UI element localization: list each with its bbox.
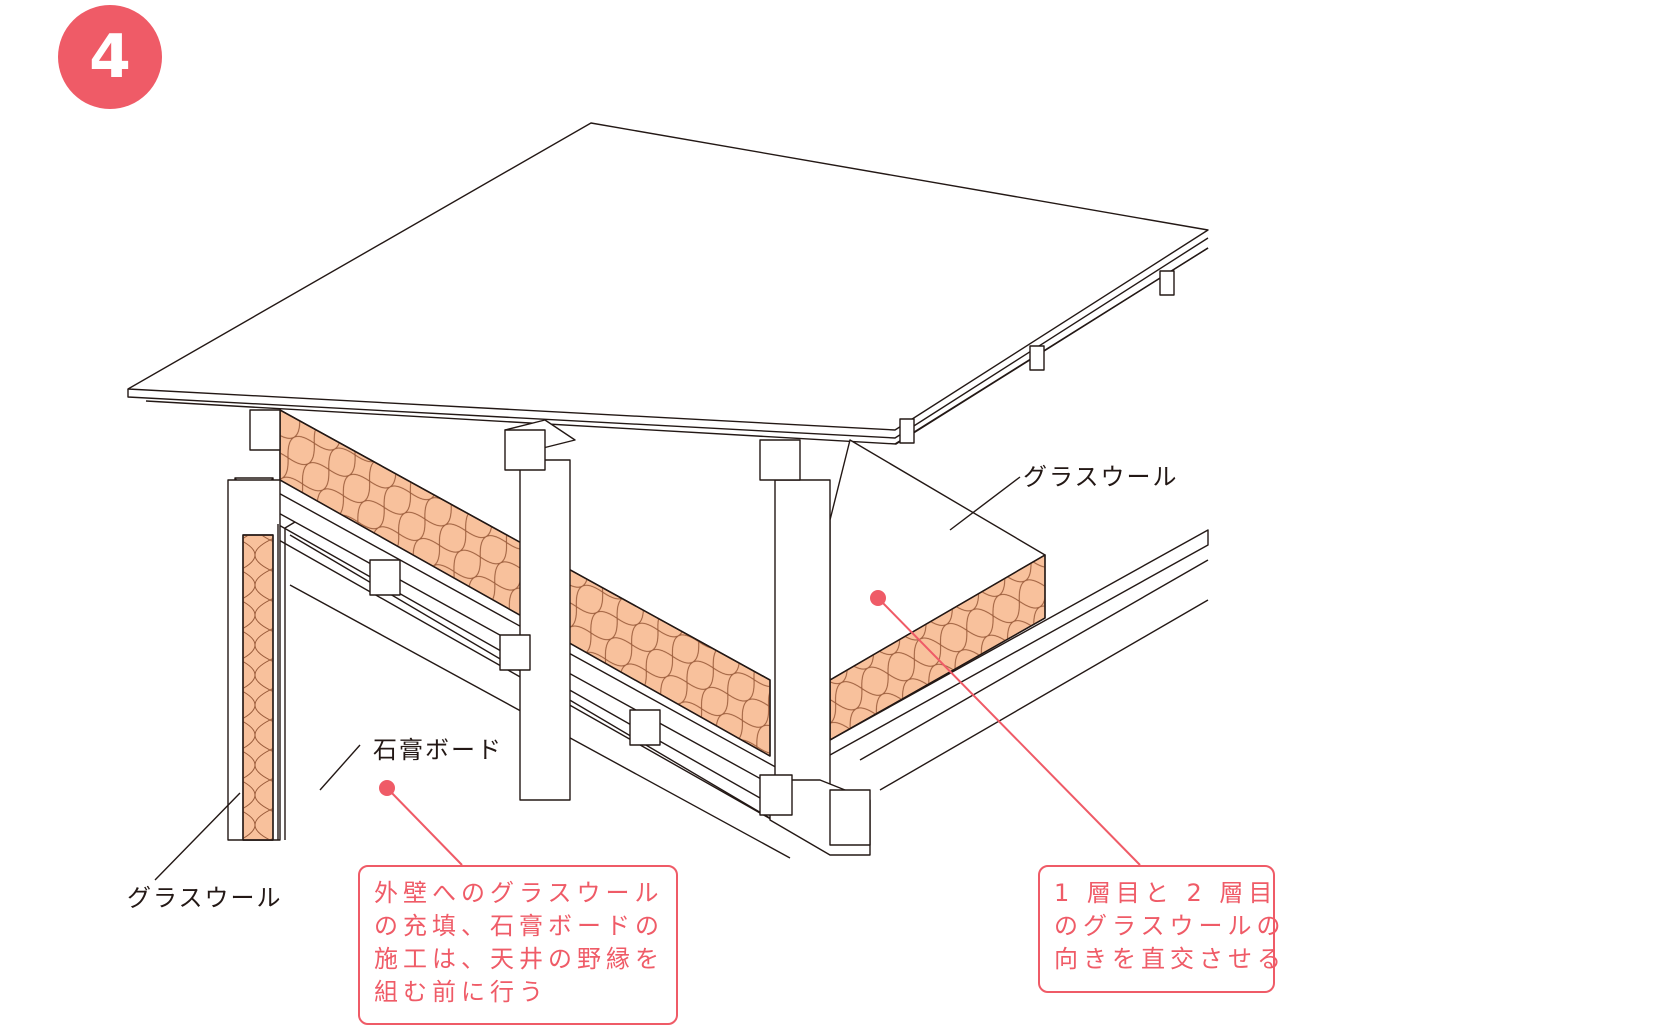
callout-leaders (379, 590, 1141, 866)
note-line: 外壁へのグラスウール (374, 879, 664, 907)
note-line: の充填、石膏ボードの (374, 912, 664, 940)
note-line: 施工は、天井の野縁を (374, 945, 664, 973)
wall-glasswool (227, 479, 296, 841)
note-line: 組む前に行う (374, 978, 548, 1006)
right-rails (829, 247, 1209, 791)
note-line: 1 層目と 2 層目 (1054, 879, 1278, 907)
note-line: 向きを直交させる (1054, 945, 1286, 973)
label-glasswool-ceiling: グラスウール (1023, 463, 1179, 491)
posts (504, 419, 831, 801)
label-glasswool-wall: グラスウール (127, 884, 283, 912)
step-number-badge: 4 (58, 5, 162, 109)
label-gypsum-board: 石膏ボード (373, 736, 503, 764)
note-layer-orientation: 1 層目と 2 層目 のグラスウールの 向きを直交させる (1038, 865, 1286, 993)
sill-blocks (369, 559, 871, 856)
note-wall-sequence: 外壁へのグラスウール の充填、石膏ボードの 施工は、天井の野縁を 組む前に行う (358, 865, 678, 1025)
step-number: 4 (89, 22, 131, 92)
leader-lines (154, 476, 1021, 881)
roof-slab (127, 122, 1209, 445)
ceiling-glasswool-layer (829, 439, 1046, 741)
rafters (899, 270, 1175, 444)
note-line: のグラスウールの (1054, 912, 1286, 940)
